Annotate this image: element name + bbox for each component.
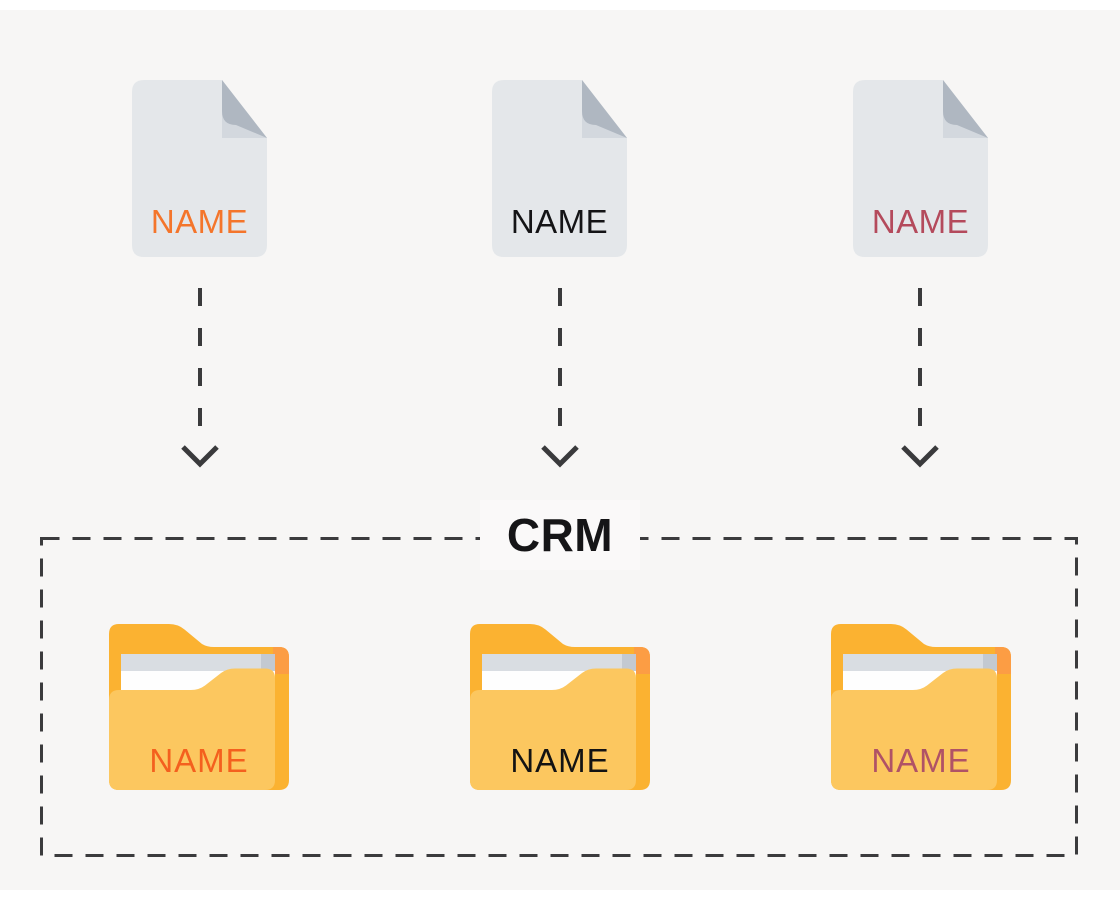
document-shape-icon xyxy=(132,80,267,257)
folder-icon: NAME xyxy=(831,624,1011,790)
document-shape-icon xyxy=(492,80,627,257)
folder-shape-icon xyxy=(831,624,1011,790)
folder-icon: NAME xyxy=(109,624,289,790)
crm-box-border xyxy=(40,537,1078,857)
crm-label: CRM xyxy=(480,500,640,570)
document-icon: NAME xyxy=(853,80,988,257)
document-icon: NAME xyxy=(132,80,267,257)
folder-label: NAME xyxy=(871,742,971,779)
arrow-down-icon xyxy=(181,288,219,468)
document-icon: NAME xyxy=(492,80,627,257)
folder-label: NAME xyxy=(149,742,249,779)
document-shape-icon xyxy=(853,80,988,257)
folder-shape-icon xyxy=(470,624,650,790)
folder-icon: NAME xyxy=(470,624,650,790)
folder-label: NAME xyxy=(510,742,610,779)
file-label: NAME xyxy=(510,203,609,240)
arrow-down-icon xyxy=(541,288,579,468)
folder-shape-icon xyxy=(109,624,289,790)
arrow-down-icon xyxy=(901,288,939,468)
file-label: NAME xyxy=(871,203,970,240)
file-label: NAME xyxy=(150,203,249,240)
